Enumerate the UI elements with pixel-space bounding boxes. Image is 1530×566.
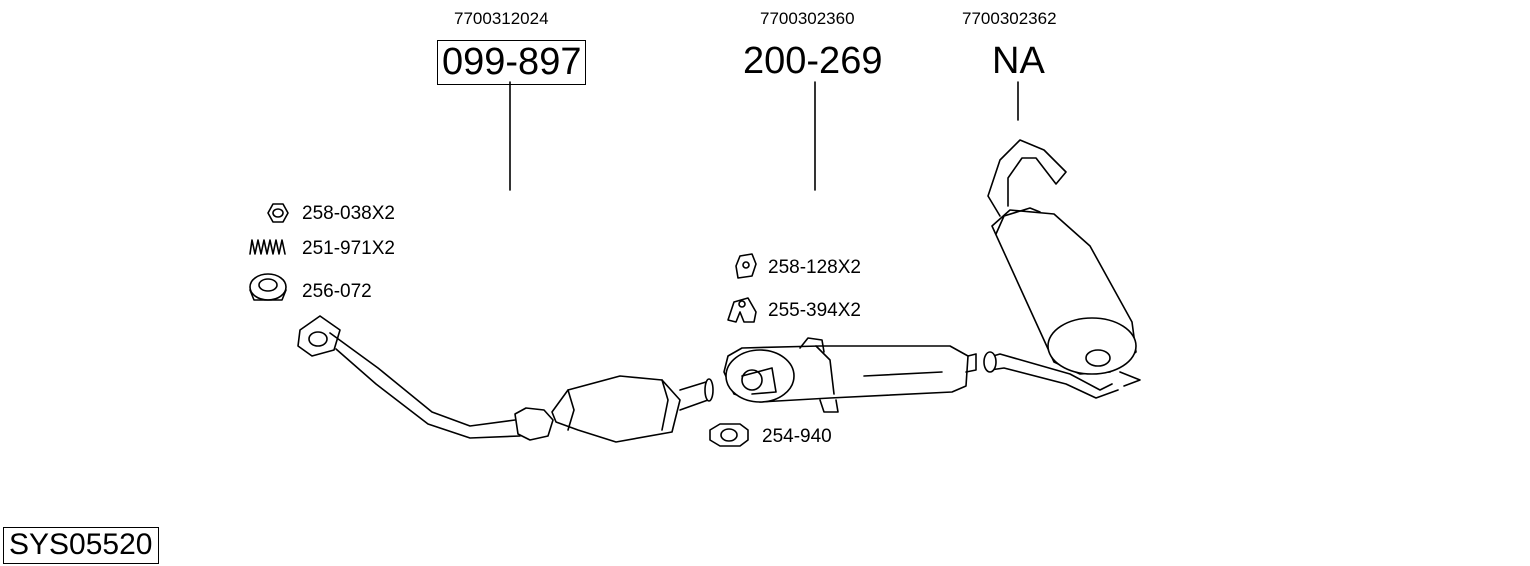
spring-icon <box>249 239 286 255</box>
rear-silencer <box>983 139 1141 399</box>
part-code-front-pipe[interactable]: 099-897 <box>437 40 587 85</box>
middle-silencer <box>723 337 977 413</box>
rubber-hanger-icon <box>727 297 757 323</box>
label-gasket[interactable]: 256-072 <box>302 281 372 302</box>
bracket-icon <box>735 253 757 279</box>
label-hanger[interactable]: 255-394X2 <box>768 300 861 321</box>
label-bracket[interactable]: 258-128X2 <box>768 257 861 278</box>
label-nut[interactable]: 258-038X2 <box>302 203 395 224</box>
gasket-ring-icon <box>249 273 287 301</box>
label-clamp[interactable]: 254-940 <box>762 426 832 447</box>
part-code-middle-silencer[interactable]: 200-269 <box>743 40 883 82</box>
label-spring[interactable]: 251-971X2 <box>302 238 395 259</box>
system-code: SYS05520 <box>3 527 160 564</box>
part-code-rear-silencer[interactable]: NA <box>992 40 1045 82</box>
nut-icon <box>267 203 289 223</box>
oem-number-rear: 7700302362 <box>962 9 1057 28</box>
oem-number-front: 7700312024 <box>454 9 549 28</box>
pipe-clamp-icon <box>709 423 749 447</box>
oem-number-middle: 7700302360 <box>760 9 855 28</box>
front-pipe-catalyst <box>297 315 714 443</box>
